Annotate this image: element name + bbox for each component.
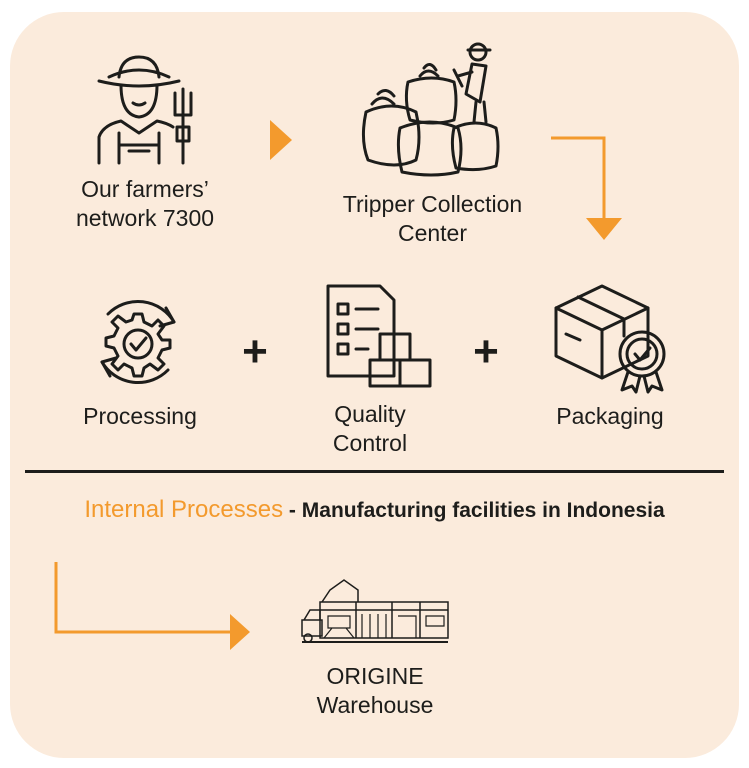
packaging-label: Packaging (556, 403, 664, 429)
section-rest: Manufacturing facilities in Indonesia (301, 499, 665, 522)
processing-label: Processing (83, 403, 197, 429)
arrow-right-1 (270, 120, 292, 160)
section-separator: - (283, 499, 302, 522)
warehouse-icon (301, 579, 449, 643)
arrow-down-1 (551, 136, 622, 240)
farmers-label: Our farmers’ network 7300 (75, 176, 215, 231)
plus-operator-1: + (242, 327, 268, 376)
gear-cycle-icon (100, 300, 176, 384)
section-divider (25, 470, 724, 473)
quality-label: Quality Control (332, 401, 408, 456)
box-badge-icon (554, 284, 666, 394)
checklist-boxes-icon (326, 284, 432, 388)
section-highlight: Internal Processes (84, 496, 284, 523)
section-heading: Internal Processes - Manufacturing facil… (0, 496, 749, 524)
farmer-icon (97, 55, 193, 165)
sacks-icon (361, 42, 500, 177)
plus-operator-2: + (473, 327, 499, 376)
warehouse-label: ORIGINE Warehouse (316, 663, 434, 718)
arrow-right-2 (54, 562, 250, 650)
collection-label: Tripper Collection Center (342, 191, 523, 246)
